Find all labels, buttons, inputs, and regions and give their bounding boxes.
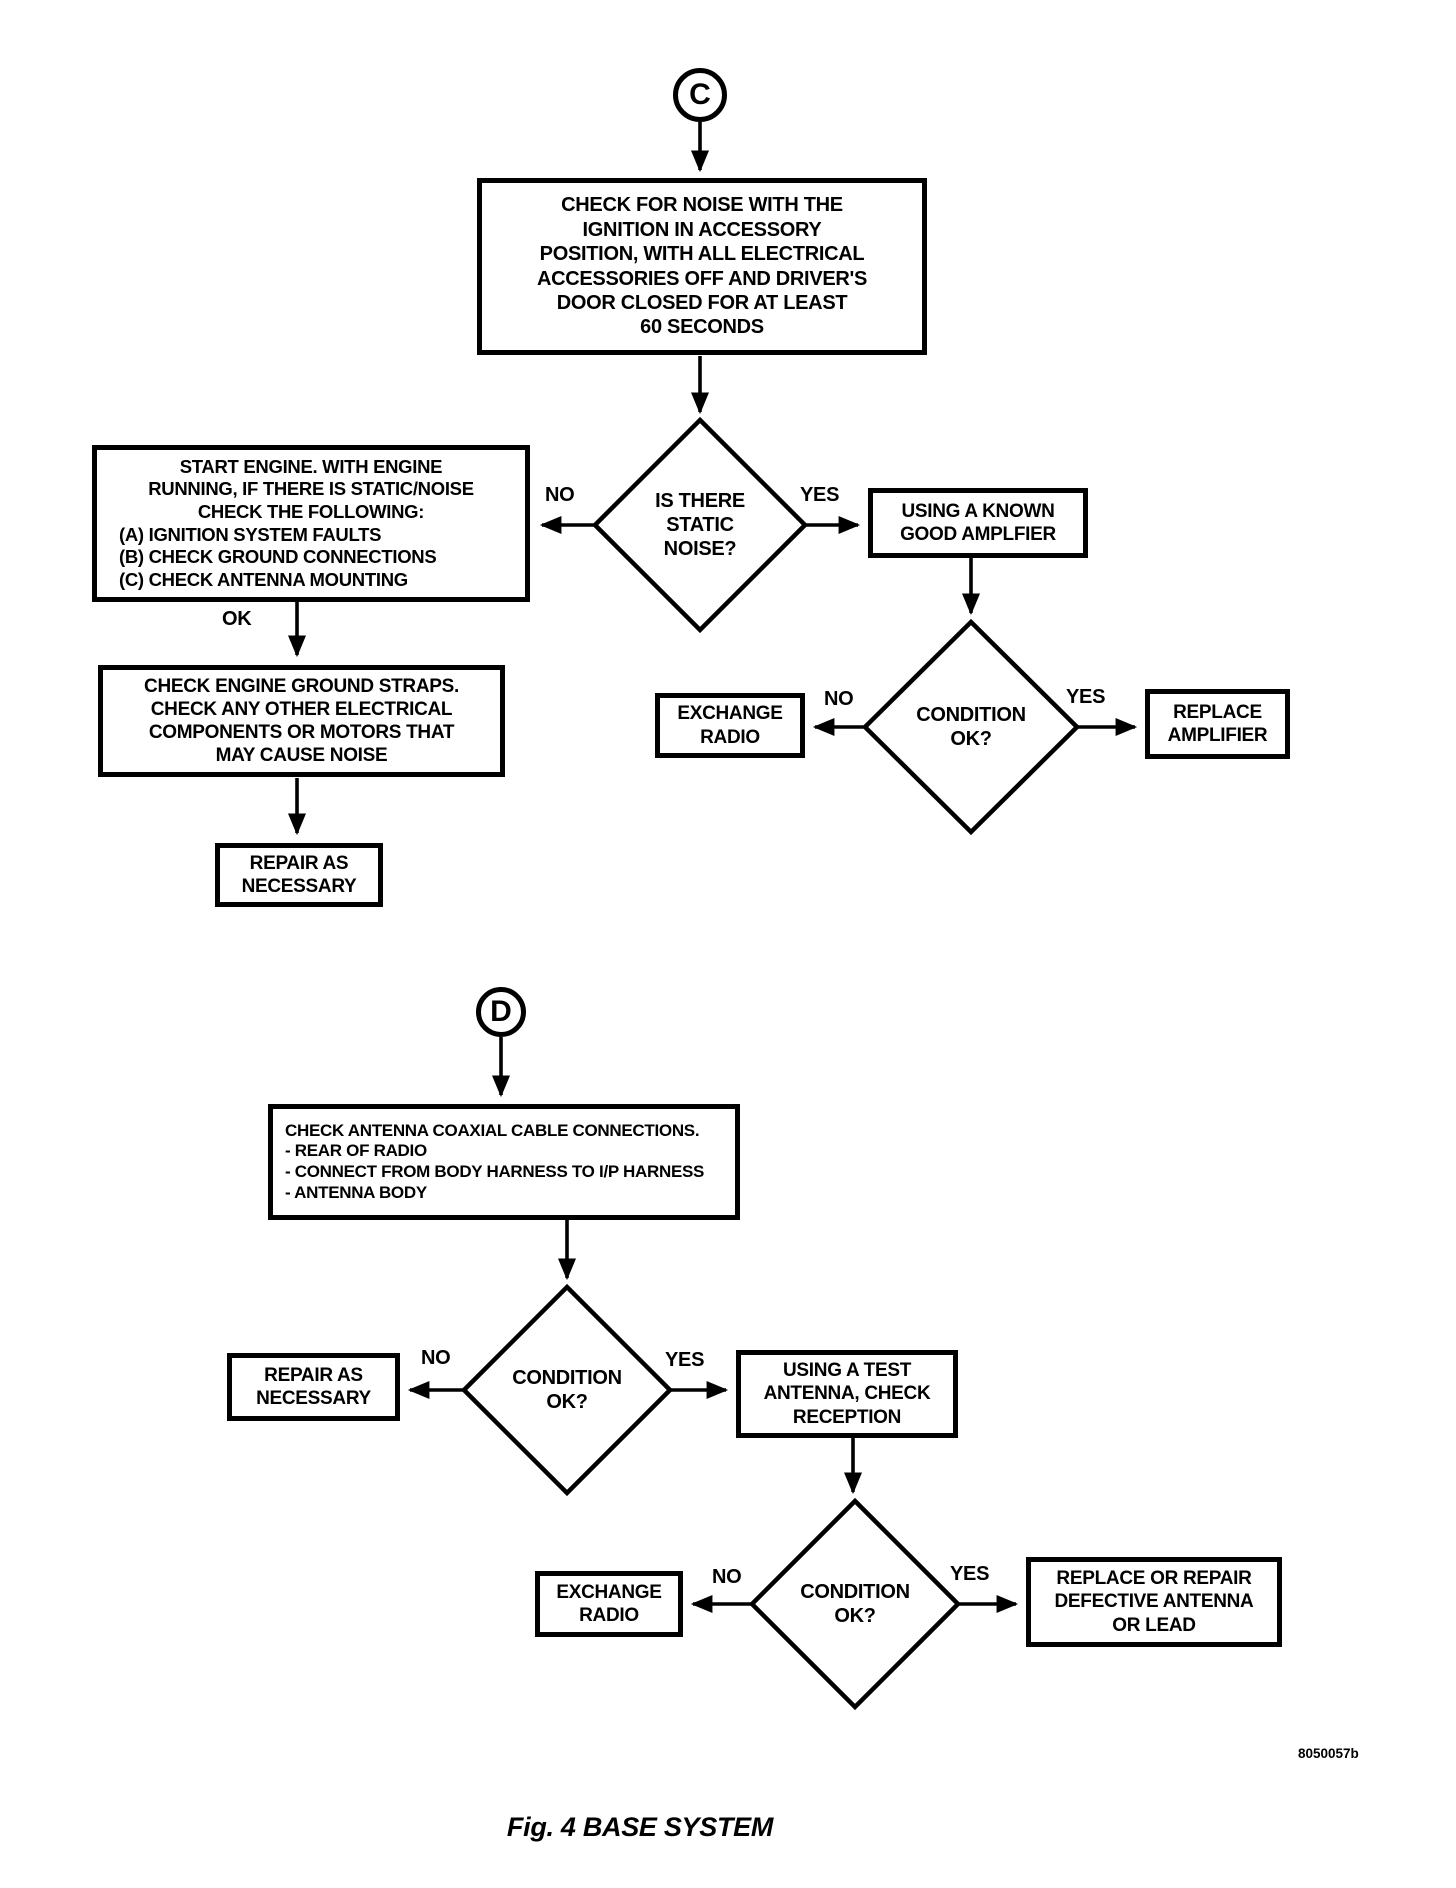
process-start-engine-items: (A) IGNITION SYSTEM FAULTS (B) CHECK GRO…: [119, 523, 437, 590]
terminal-exchange-radio-1: EXCHANGE RADIO: [655, 693, 805, 758]
decision-static-noise-label: IS THERE STATIC NOISE?: [600, 465, 800, 585]
terminal-exchange-radio-1-text: EXCHANGE RADIO: [677, 703, 783, 748]
terminal-replace-amplifier-text: REPLACE AMPLIFIER: [1167, 701, 1268, 746]
process-check-antenna-coax-text: CHECK ANTENNA COAXIAL CABLE CONNECTIONS.…: [285, 1120, 705, 1202]
process-using-test-antenna: USING A TEST ANTENNA, CHECK RECEPTION: [736, 1350, 958, 1438]
figure-caption: Fig. 4 BASE SYSTEM: [506, 1812, 774, 1842]
decision-diamond-static-noise: [591, 416, 809, 634]
process-start-engine-header: START ENGINE. WITH ENGINE RUNNING, IF TH…: [148, 455, 474, 522]
edge-label-yes-1: YES: [800, 484, 840, 506]
terminal-exchange-radio-2: EXCHANGE RADIO: [535, 1571, 683, 1637]
decision-condition-ok-3-text: CONDITION OK?: [800, 1581, 910, 1627]
edge-label-no-3: NO: [421, 1347, 451, 1369]
connector-d-label: D: [490, 995, 512, 1028]
terminal-replace-amplifier: REPLACE AMPLIFIER: [1145, 689, 1290, 759]
terminal-repair-as-necessary-2-text: REPAIR AS NECESSARY: [256, 1364, 371, 1409]
process-check-noise: CHECK FOR NOISE WITH THE IGNITION IN ACC…: [477, 178, 927, 355]
terminal-replace-repair-antenna-text: REPLACE OR REPAIR DEFECTIVE ANTENNA OR L…: [1054, 1568, 1254, 1636]
terminal-repair-as-necessary-1-text: REPAIR AS NECESSARY: [241, 852, 357, 897]
process-using-known-amplifier-text: USING A KNOWN GOOD AMPLFIER: [900, 500, 1056, 545]
connector-d: D: [476, 987, 526, 1037]
process-using-test-antenna-text: USING A TEST ANTENNA, CHECK RECEPTION: [763, 1360, 931, 1428]
connector-c: C: [673, 68, 727, 122]
process-check-noise-text: CHECK FOR NOISE WITH THE IGNITION IN ACC…: [536, 194, 868, 339]
terminal-exchange-radio-2-text: EXCHANGE RADIO: [556, 1581, 662, 1626]
edge-label-ok: OK: [222, 608, 252, 630]
edge-label-no-2: NO: [824, 688, 854, 710]
process-check-ground-straps-text: CHECK ENGINE GROUND STRAPS. CHECK ANY OT…: [144, 675, 459, 767]
decision-condition-ok-2-text: CONDITION OK?: [512, 1367, 622, 1413]
edge-label-yes-4: YES: [950, 1563, 990, 1585]
edge-label-no-4: NO: [712, 1566, 742, 1588]
edge-label-no-1: NO: [545, 484, 575, 506]
decision-condition-ok-2-label: CONDITION OK?: [467, 1350, 667, 1430]
connector-c-label: C: [689, 78, 711, 111]
decision-static-noise-text: IS THERE STATIC NOISE?: [655, 490, 745, 560]
decision-condition-ok-3-label: CONDITION OK?: [755, 1564, 955, 1644]
terminal-repair-as-necessary-1: REPAIR AS NECESSARY: [215, 843, 383, 907]
decision-condition-ok-1-text: CONDITION OK?: [916, 704, 1026, 750]
process-check-antenna-coax: CHECK ANTENNA COAXIAL CABLE CONNECTIONS.…: [268, 1104, 740, 1220]
drawing-code: 8050057b: [1298, 1746, 1359, 1761]
edge-label-yes-2: YES: [1066, 686, 1106, 708]
edge-label-yes-3: YES: [665, 1349, 705, 1371]
decision-condition-ok-1-label: CONDITION OK?: [871, 687, 1071, 767]
process-start-engine: START ENGINE. WITH ENGINE RUNNING, IF TH…: [92, 445, 530, 602]
decision-diamond-condition-1: [861, 618, 1081, 836]
process-check-ground-straps: CHECK ENGINE GROUND STRAPS. CHECK ANY OT…: [98, 665, 505, 777]
decision-diamond-condition-3: [748, 1497, 962, 1711]
process-using-known-amplifier: USING A KNOWN GOOD AMPLFIER: [868, 488, 1088, 558]
terminal-replace-repair-antenna: REPLACE OR REPAIR DEFECTIVE ANTENNA OR L…: [1026, 1557, 1282, 1647]
decision-diamond-condition-2: [460, 1283, 674, 1497]
terminal-repair-as-necessary-2: REPAIR AS NECESSARY: [227, 1353, 400, 1421]
